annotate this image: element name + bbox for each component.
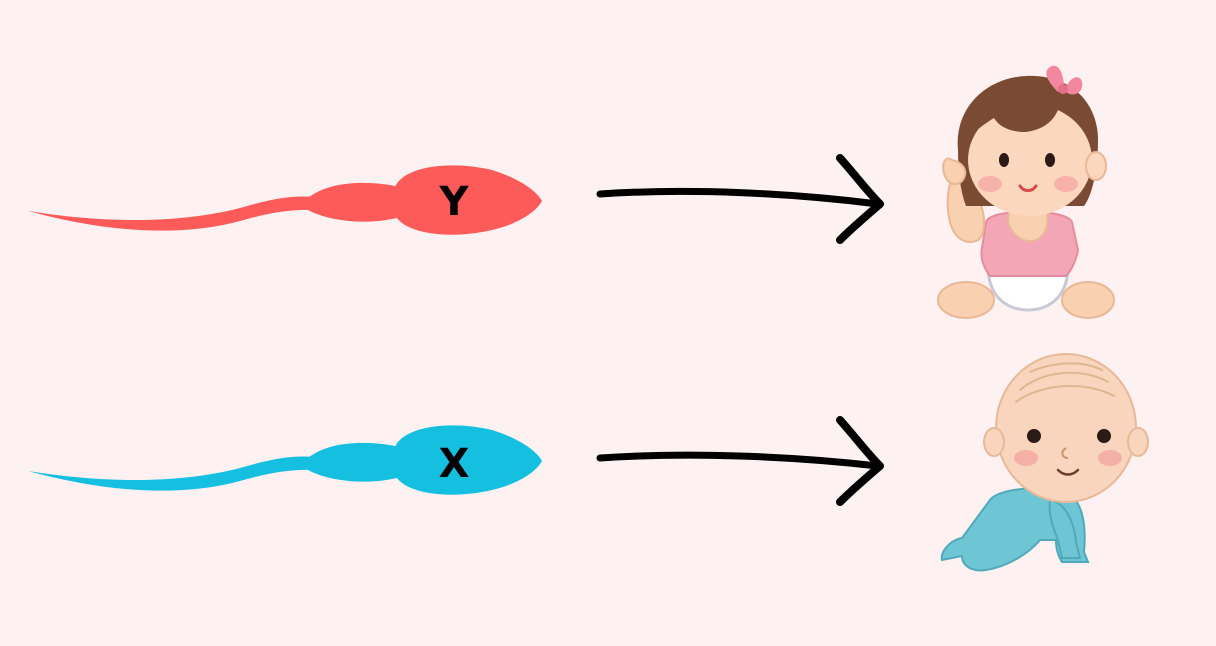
girl-mouth <box>1018 184 1038 192</box>
arrow-x-shaft <box>596 451 882 470</box>
girl-right-cheek <box>1054 176 1078 192</box>
sperm-x-tail <box>28 456 400 491</box>
girl-hand-on-cheek <box>942 157 967 185</box>
row-x: X <box>28 353 1149 572</box>
boy-right-eye <box>1097 429 1111 443</box>
row-y: Y <box>28 65 1115 319</box>
sperm-y-head <box>394 165 542 235</box>
girl-right-eye <box>1045 153 1055 167</box>
boy-right-cheek <box>1098 450 1122 466</box>
arrow-y-shaft <box>596 187 882 208</box>
girl-right-foot <box>1061 281 1115 319</box>
girl-bangs <box>966 84 1094 140</box>
sperm-x-icon: X <box>28 425 542 495</box>
girl-bow-icon <box>1046 65 1083 95</box>
girl-diaper <box>986 268 1070 312</box>
sperm-y-icon: Y <box>28 165 542 235</box>
girl-right-ear <box>1085 151 1107 181</box>
boy-arm <box>1048 498 1082 559</box>
arrow-y-icon <box>596 154 884 244</box>
arrow-x-icon <box>596 416 884 506</box>
boy-right-ear <box>1127 427 1149 457</box>
baby-boy-icon <box>940 353 1149 572</box>
sperm-y-neck <box>308 182 404 222</box>
boy-face <box>995 353 1137 503</box>
sperm-y-tail <box>28 196 400 231</box>
boy-mouth <box>1056 468 1080 476</box>
girl-left-cheek <box>978 176 1002 192</box>
girl-left-eye <box>999 153 1009 167</box>
chromosome-y-label: Y <box>439 179 470 225</box>
girl-left-foot <box>937 281 995 319</box>
boy-nose <box>1061 447 1069 459</box>
boy-left-cheek <box>1014 450 1038 466</box>
arrow-y-head <box>836 154 884 244</box>
arrow-x-head <box>836 416 884 506</box>
boy-left-eye <box>1027 429 1041 443</box>
sperm-x-head <box>394 425 542 495</box>
chromosome-x-label: X <box>439 441 470 487</box>
sperm-x-neck <box>308 442 404 482</box>
boy-left-ear <box>983 427 1005 457</box>
boy-hair <box>1015 362 1115 403</box>
baby-girl-icon <box>937 65 1115 319</box>
